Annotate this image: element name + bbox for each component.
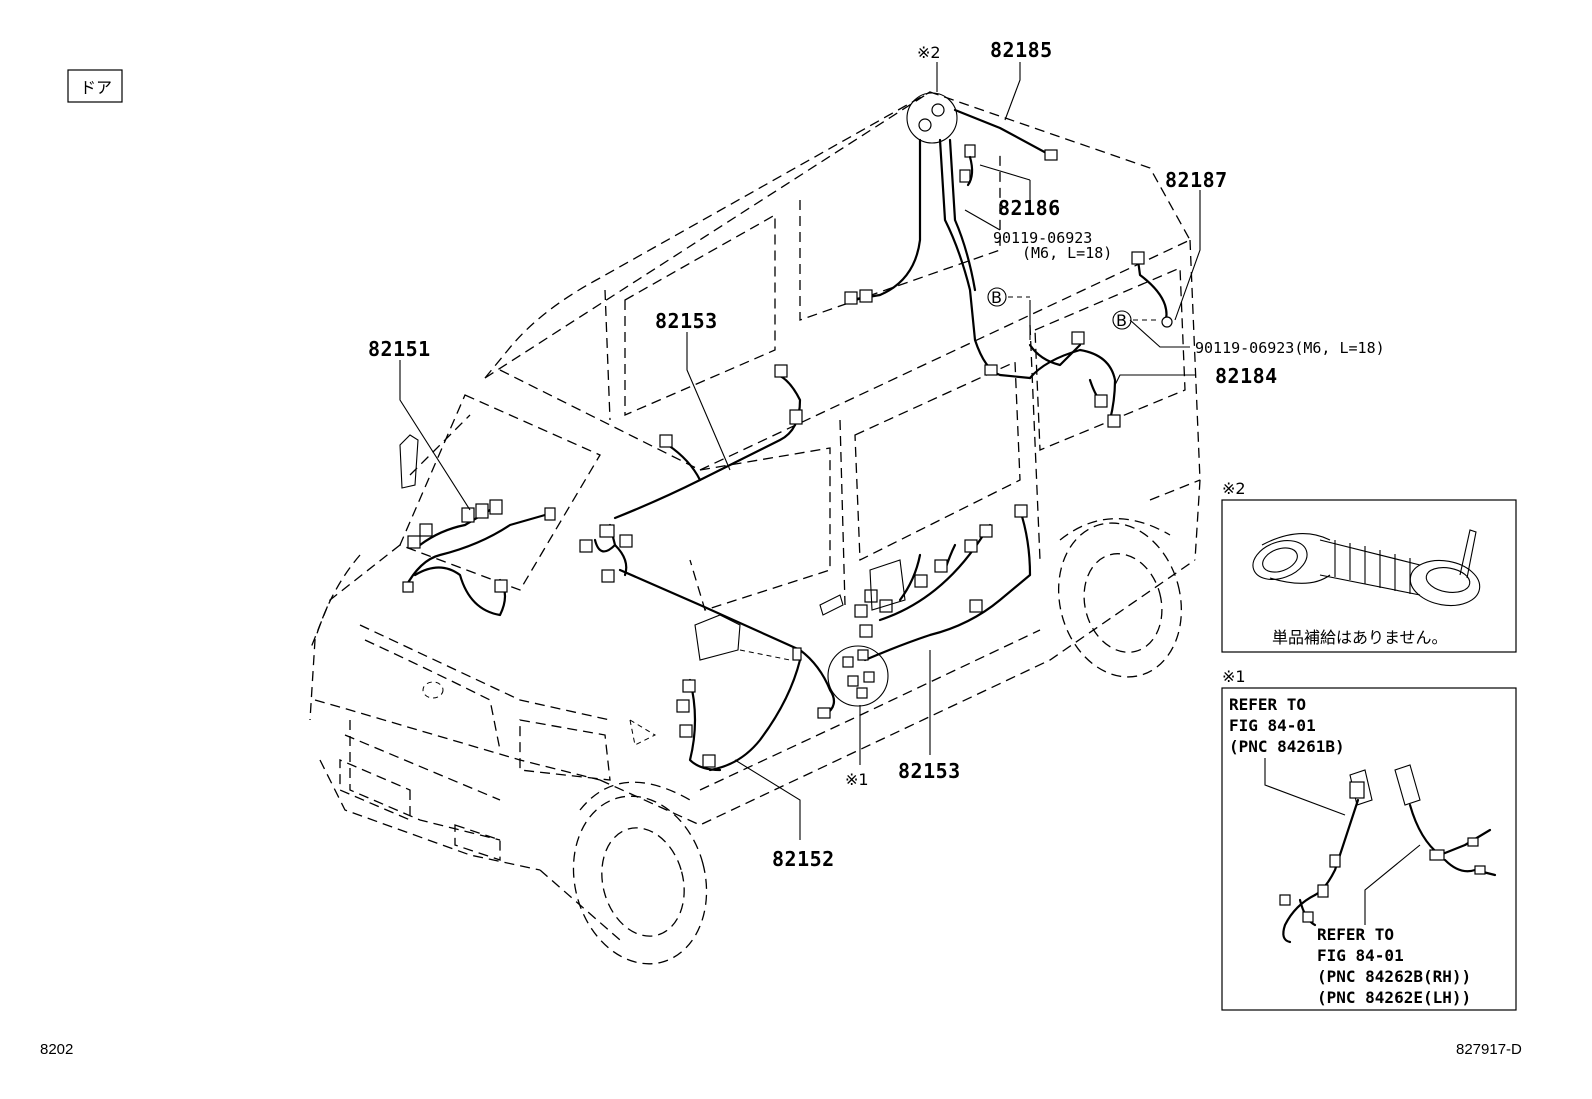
switch-illustration <box>1264 758 1497 944</box>
inset-ref1-frame <box>1221 687 1517 1011</box>
section-tag: ドア <box>67 69 123 103</box>
inset-ref2-note: 単品補給はありません。 <box>1272 628 1448 647</box>
harness-82153-lower <box>854 504 1032 662</box>
refer-b-line4: (PNC 84262E(LH)) <box>1317 988 1471 1007</box>
page-code: 8202 <box>40 1041 73 1058</box>
bolt-marker-b-1: B <box>987 287 1007 307</box>
inset-ref1-mark: ※1 <box>1222 667 1246 686</box>
callout-82186: 82186 <box>998 196 1061 220</box>
rear-wheel <box>1057 518 1183 678</box>
front-wheel <box>572 781 708 965</box>
callout-ref2: ※2 <box>917 43 941 62</box>
harness-82184 <box>1028 331 1121 428</box>
refer-a-line1: REFER TO <box>1229 695 1306 714</box>
bolt-marker-b-1-label: B <box>991 288 1002 307</box>
callout-bolt-a: 90119-06923 <box>993 229 1092 247</box>
callout-bolt-b: 90119-06923(M6, L=18) <box>1195 339 1385 357</box>
harness-82153-upper <box>579 364 803 583</box>
callout-82187: 82187 <box>1165 168 1228 192</box>
drawing-number: 827917-D <box>1456 1041 1522 1058</box>
harness-82152 <box>618 568 836 772</box>
harness-82187 <box>1131 251 1173 328</box>
refer-b-line1: REFER TO <box>1317 925 1394 944</box>
leader-lines <box>399 62 1201 840</box>
callout-ref1: ※1 <box>845 770 869 789</box>
callout-82153-upper: 82153 <box>655 309 718 333</box>
inset-ref2: ※2 単品補給はありません。 <box>1221 479 1517 653</box>
harness-82185-82186 <box>844 92 1058 380</box>
bolt-marker-b-2: B <box>1112 310 1132 330</box>
harness-82151 <box>402 499 556 617</box>
van-outline <box>309 91 1201 965</box>
callout-82185: 82185 <box>990 38 1053 62</box>
callout-82184: 82184 <box>1215 364 1278 388</box>
refer-b-line2: FIG 84-01 <box>1317 946 1404 965</box>
refer-a-line3: (PNC 84261B) <box>1229 737 1345 756</box>
section-tag-text: ドア <box>80 78 112 97</box>
callout-bolt-a-spec: (M6, L=18) <box>1022 244 1112 262</box>
inset-ref1: ※1 REFER TO FIG 84-01 (PNC 84261B) REFER… <box>1221 667 1517 1011</box>
inset-ref2-mark: ※2 <box>1222 479 1246 498</box>
callout-82152: 82152 <box>772 847 835 871</box>
connector-cluster-ref1 <box>827 645 889 707</box>
grommet-illustration <box>1252 529 1481 607</box>
callout-82151: 82151 <box>368 337 431 361</box>
refer-b-line3: (PNC 84262B(RH)) <box>1317 967 1471 986</box>
bolt-marker-b-2-label: B <box>1116 311 1127 330</box>
refer-a-line2: FIG 84-01 <box>1229 716 1316 735</box>
callout-82153-lower: 82153 <box>898 759 961 783</box>
